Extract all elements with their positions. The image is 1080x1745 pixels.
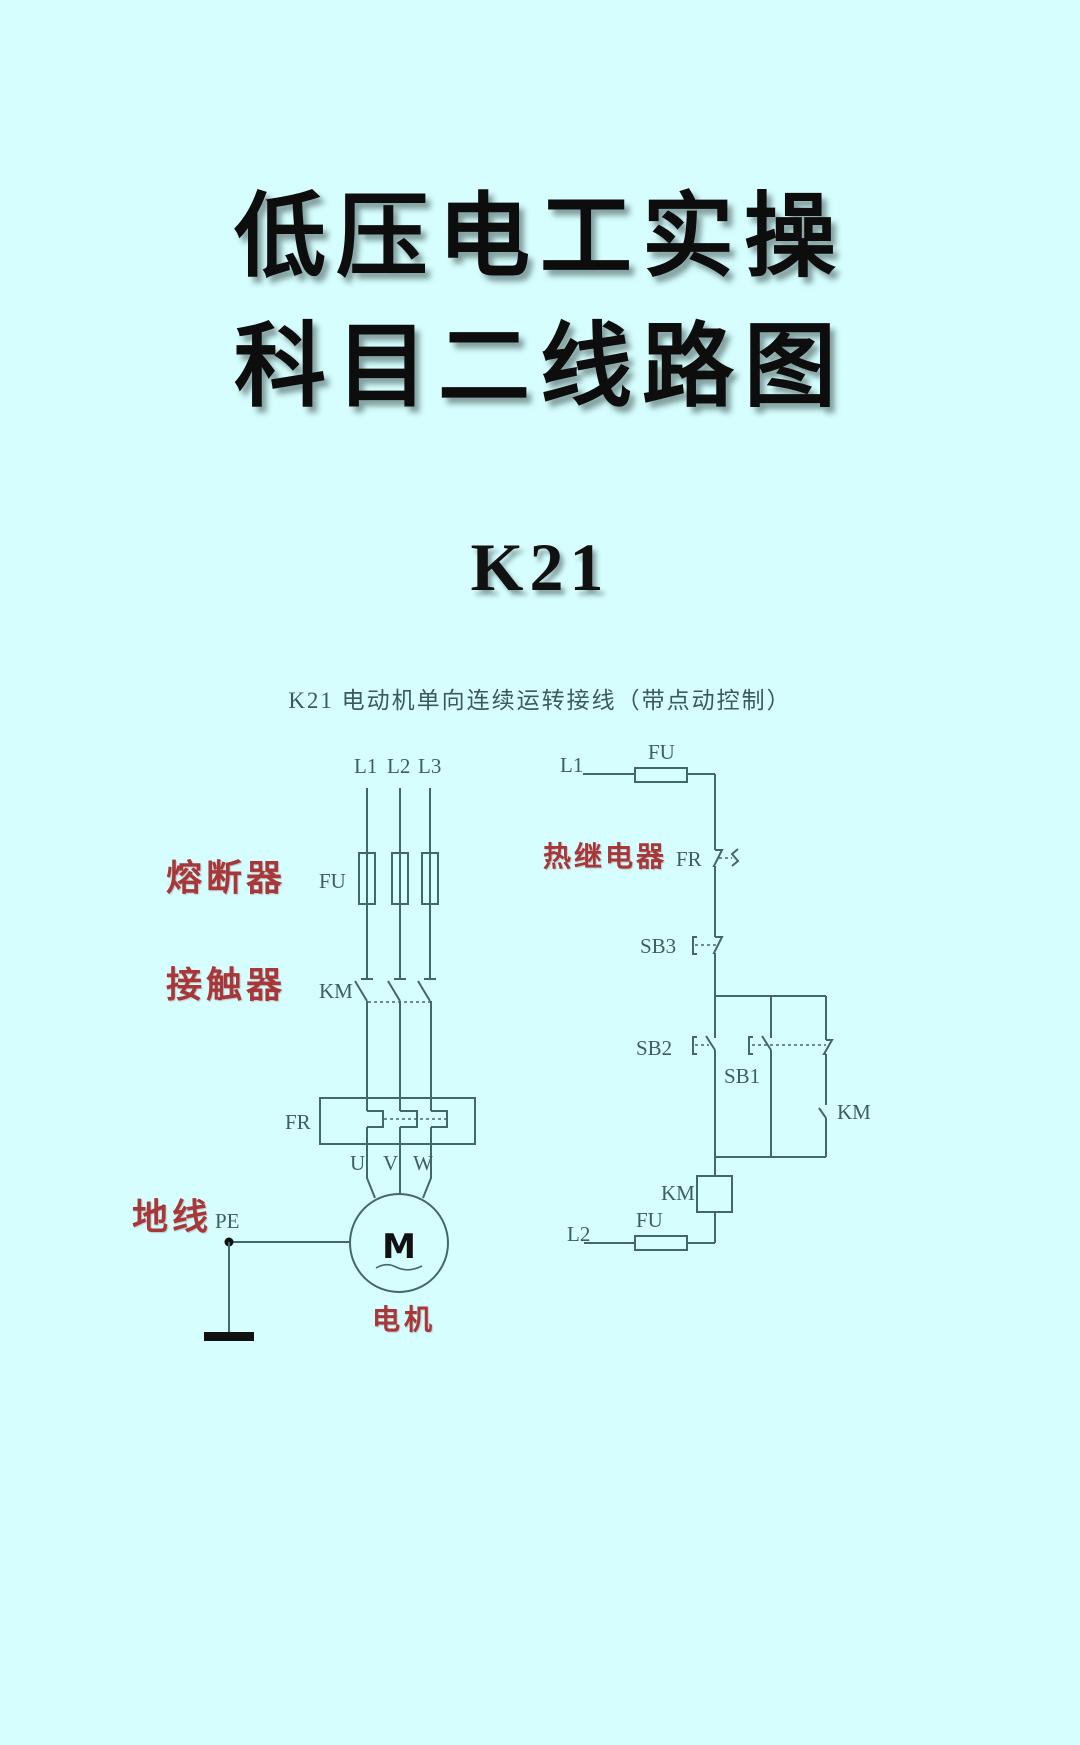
label-terminal-v: V [383, 1151, 398, 1175]
label-km-coil: KM [661, 1181, 695, 1205]
label-l1: L1 [354, 754, 377, 778]
annotation-contactor: 接触器 [166, 964, 287, 1006]
diagram-subtitle: K21 电动机单向连续运转接线（带点动控制） [288, 688, 792, 713]
stop-button-sb3 [692, 936, 724, 955]
main-circuit: L1 L2 L3 FU KM [204, 754, 476, 1341]
fuse-symbol-control-bottom [634, 1235, 688, 1251]
label-l2: L2 [387, 754, 410, 778]
label-l3: L3 [418, 754, 441, 778]
label-control-fr: FR [676, 847, 702, 871]
label-terminal-u: U [350, 1151, 365, 1175]
page-title-line-1: 低压电工实操 [233, 182, 846, 290]
thermal-relay-contact [712, 848, 740, 867]
motor-icon: M [349, 1193, 449, 1293]
diagram-code: K21 [470, 529, 610, 605]
control-circuit: L1 FU FR SB3 SB2 [560, 740, 871, 1251]
label-terminal-w: W [413, 1151, 433, 1175]
annotation-motor: 电机 [372, 1303, 437, 1336]
label-sb2: SB2 [636, 1036, 672, 1060]
label-control-fu-bottom: FU [636, 1208, 663, 1232]
contactor-main-contacts [354, 978, 436, 1003]
ground-icon [204, 1237, 350, 1341]
label-sb1: SB1 [724, 1064, 760, 1088]
label-km-aux: KM [837, 1100, 871, 1124]
fuse-symbol-control-top [634, 767, 688, 783]
start-button-sb1 [748, 1035, 826, 1055]
label-control-l2: L2 [567, 1222, 590, 1246]
label-fr-main: FR [285, 1110, 311, 1134]
km-coil [696, 1175, 733, 1213]
jog-button-sb2 [692, 1035, 716, 1055]
page-title-line-2: 科目二线路图 [233, 312, 846, 420]
thermal-relay-main [319, 1097, 476, 1145]
label-control-l1: L1 [560, 753, 583, 777]
label-control-fu-top: FU [648, 740, 675, 764]
label-sb3: SB3 [640, 934, 676, 958]
annotation-thermal-relay: 热继电器 [543, 840, 668, 873]
motor-symbol: M [382, 1227, 416, 1267]
annotation-ground: 地线 [132, 1196, 213, 1238]
km-aux-contact [818, 1107, 827, 1119]
fuse-symbol-main [358, 852, 439, 905]
annotation-fuse: 熔断器 [166, 857, 287, 899]
label-fu-main: FU [319, 869, 346, 893]
label-pe: PE [215, 1209, 240, 1233]
label-km-main: KM [319, 979, 353, 1003]
